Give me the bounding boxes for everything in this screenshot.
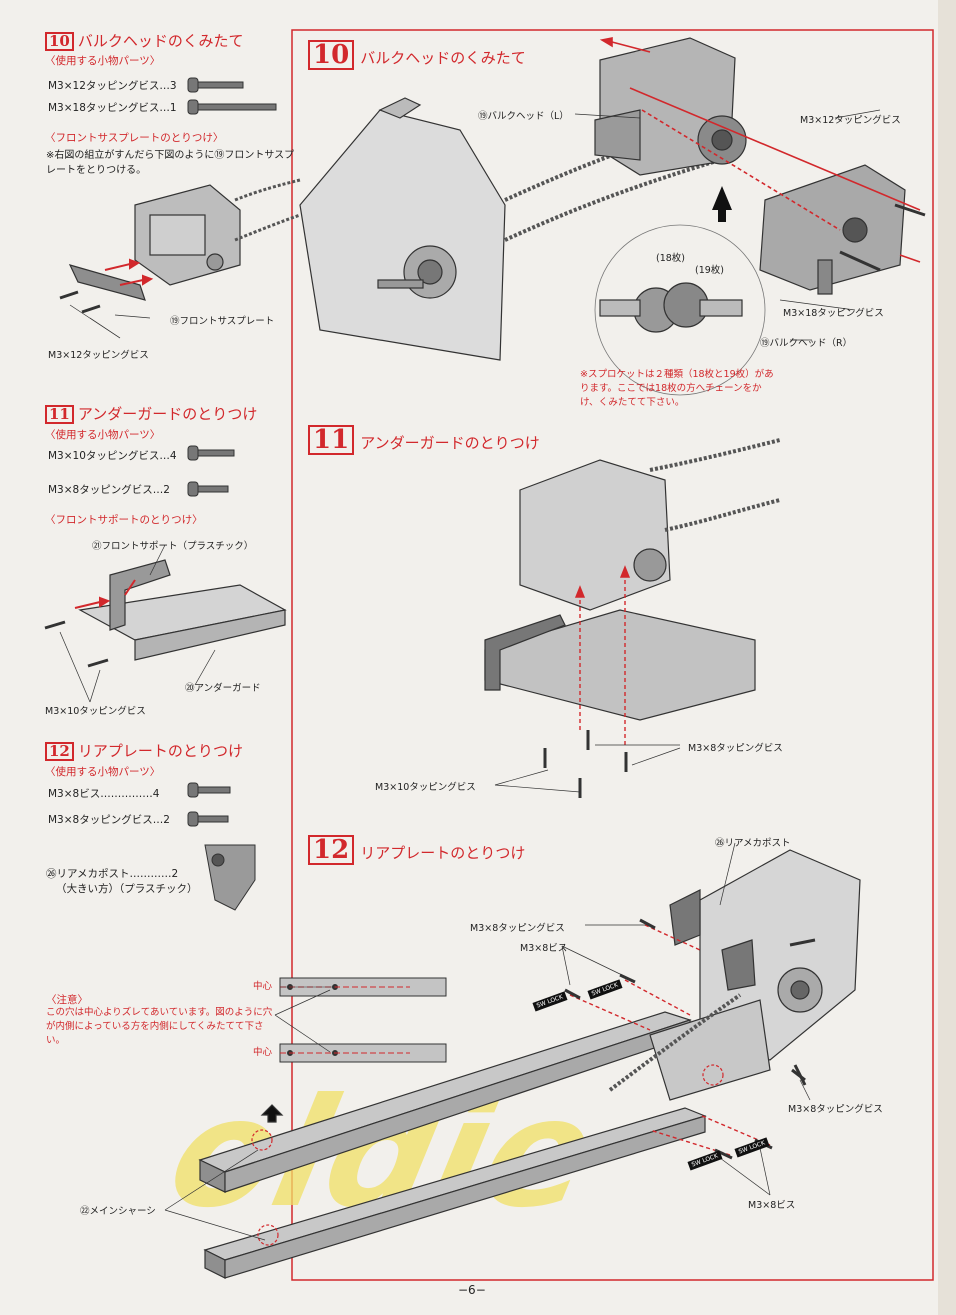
label-m3x8-tapping: M3×8タッピングビス <box>470 923 565 934</box>
parts-heading: 〈使用する小物パーツ〉 <box>45 429 161 441</box>
label-m3x8-tapping: M3×8タッピングビス <box>688 743 783 754</box>
label-m3x8-tapping: M3×8タッピングビス <box>788 1104 883 1115</box>
screw-samples <box>187 77 277 911</box>
label-m3x12: M3×12タッピングビス <box>800 115 901 126</box>
parts-heading: 〈使用する小物パーツ〉 <box>45 55 161 67</box>
step-title-text: バルクヘッドのくみたて <box>77 32 244 50</box>
part-line: ㉖リアメカポスト…………2 <box>46 868 179 880</box>
step-number: 10 <box>308 40 355 70</box>
parts-heading: 〈使用する小物パーツ〉 <box>45 766 161 778</box>
part-line: M3×8タッピングビス…2 <box>48 814 170 826</box>
caution-rods <box>279 977 447 1063</box>
part-line: M3×10タッピングビス…4 <box>48 450 177 462</box>
binding-edge <box>938 0 956 1315</box>
label-bulkhead-r: ⑲バルクヘッド（R） <box>760 338 853 349</box>
label-screw-m3x12: M3×12タッピングビス <box>48 350 149 361</box>
label-under-guard: ⑳アンダーガード <box>185 683 261 694</box>
step-title-text: リアプレートのとりつけ <box>77 742 244 760</box>
sub-heading: 〈フロントサポートのとりつけ〉 <box>45 514 203 526</box>
step-number: 11 <box>45 405 74 424</box>
right-step11-title: 11 アンダーガードのとりつけ <box>308 425 540 455</box>
label-front-support: ㉑フロントサポート（プラスチック） <box>92 541 254 552</box>
step-title-text: バルクヘッドのくみたて <box>360 49 526 67</box>
sprocket-note: ※スプロケットは２種類（18枚と19枚）があります。ここでは18枚の方へチェーン… <box>580 369 774 408</box>
label-m3x8-screw: M3×8ビス <box>520 943 568 954</box>
part-line: （大きい方）（プラスチック） <box>56 883 198 895</box>
step-number: 10 <box>45 32 74 51</box>
label-screw-m3x10: M3×10タッピングビス <box>45 706 146 717</box>
part-line: M3×18タッピングビス…1 <box>48 102 177 114</box>
arrow-up-indicator <box>712 186 732 222</box>
step-title-text: リアプレートのとりつけ <box>360 844 526 862</box>
assembly-note: ※右図の組立がすんだら下図のように⑲フロントサスプレートをとりつける。 <box>46 150 295 176</box>
bulkhead-l <box>594 37 747 176</box>
right-panel-frame <box>291 29 934 1281</box>
label-m3x10-tapping: M3×10タッピングビス <box>375 782 476 793</box>
label-teeth-19: (19枚) <box>695 265 725 276</box>
center-label: 中心 <box>253 981 273 992</box>
main-chassis-rails <box>198 1011 707 1279</box>
part-line: M3×8ビス……………4 <box>48 788 160 800</box>
sprocket-detail <box>594 224 766 396</box>
chassis-assembly-10 <box>299 97 721 361</box>
left-fig-under-guard <box>44 559 287 668</box>
step-title-text: アンダーガードのとりつけ <box>77 405 258 423</box>
rear-plate-assembly <box>608 849 861 1101</box>
label-teeth-18: (18枚) <box>656 253 686 264</box>
step-number: 12 <box>45 742 74 761</box>
caution-heading: 〈注意〉 <box>46 994 88 1006</box>
label-rear-mech-post: ㉖リアメカポスト <box>715 838 791 849</box>
label-bulkhead-l: ⑲バルクヘッド（L） <box>478 111 569 122</box>
part-line: M3×8タッピングビス…2 <box>48 484 170 496</box>
part-line: M3×12タッピングビス…3 <box>48 80 177 92</box>
center-label: 中心 <box>253 1047 273 1058</box>
step-number: 11 <box>308 425 355 455</box>
label-m3x18: M3×18タッピングビス <box>783 308 884 319</box>
right-step12-title: 12 リアプレートのとりつけ <box>308 835 525 865</box>
sub-heading: 〈フロントサスプレートのとりつけ〉 <box>45 132 224 144</box>
step-title-text: アンダーガードのとりつけ <box>360 434 540 452</box>
label-main-chassis: ㉒メインシャーシ <box>80 1206 156 1217</box>
right-step10-title: 10 バルクヘッドのくみたて <box>308 40 526 70</box>
label-front-sus-plate: ⑲フロントサスプレート <box>170 316 275 327</box>
under-guard-assembly <box>484 438 781 721</box>
page-number: −6− <box>458 1283 486 1297</box>
label-m3x8-screw: M3×8ビス <box>748 1200 796 1211</box>
caution-text: この穴は中心よりズレてあいています。図のように穴が内側によっている方を内側にして… <box>46 1007 273 1046</box>
step-number: 12 <box>308 835 355 865</box>
left-fig-front-plate <box>59 178 301 314</box>
bulkhead-r <box>759 164 926 295</box>
